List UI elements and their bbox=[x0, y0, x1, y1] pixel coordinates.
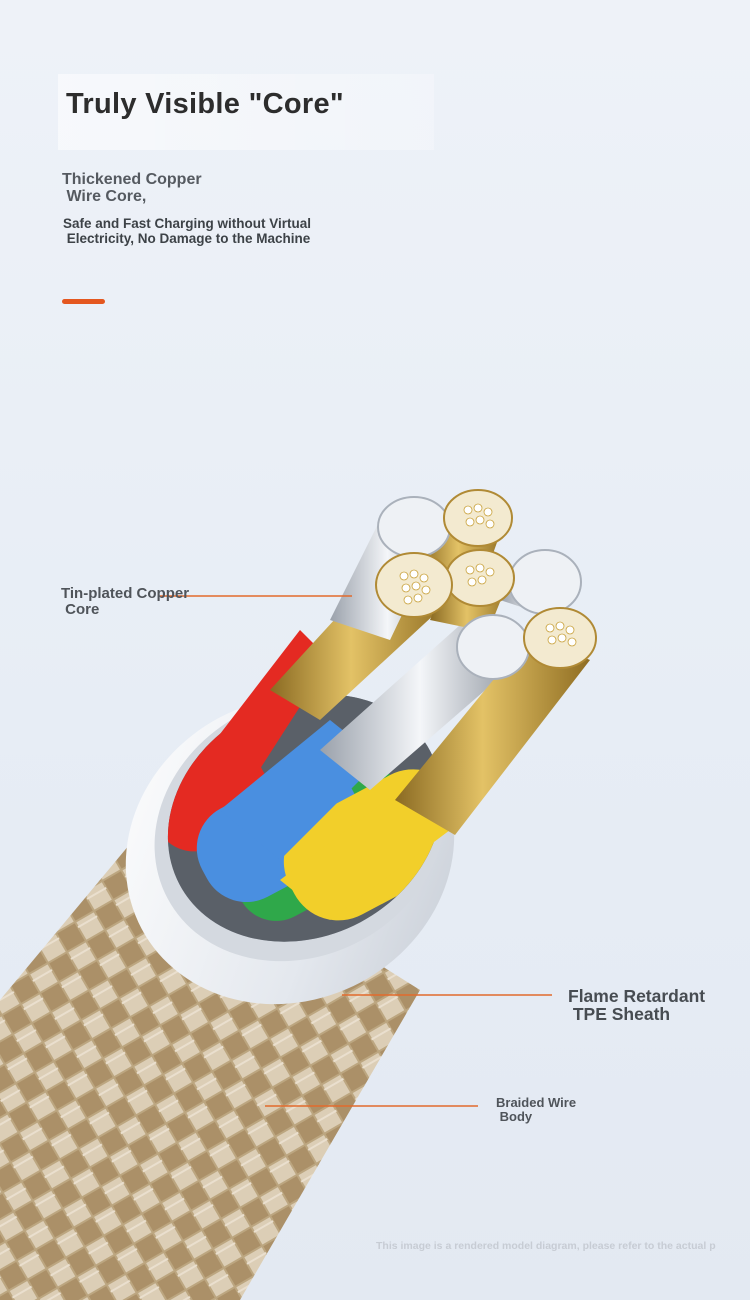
disclaimer-text: This image is a rendered model diagram, … bbox=[376, 1240, 716, 1252]
callout-braided-body: Braided Wire Body bbox=[496, 1095, 577, 1124]
accent-bar bbox=[62, 299, 105, 304]
callout-tin-plated-core: Tin-plated Copper Core bbox=[61, 585, 190, 618]
title-highlight-band bbox=[58, 74, 434, 150]
callout-tpe-sheath: Flame Retardant TPE Sheath bbox=[568, 986, 706, 1024]
subtitle-safe-charging: Safe and Fast Charging without Virtual E… bbox=[63, 216, 312, 246]
page-title: Truly Visible "Core" bbox=[66, 88, 344, 120]
subtitle-copper-core: Thickened Copper Wire Core, bbox=[62, 171, 202, 205]
